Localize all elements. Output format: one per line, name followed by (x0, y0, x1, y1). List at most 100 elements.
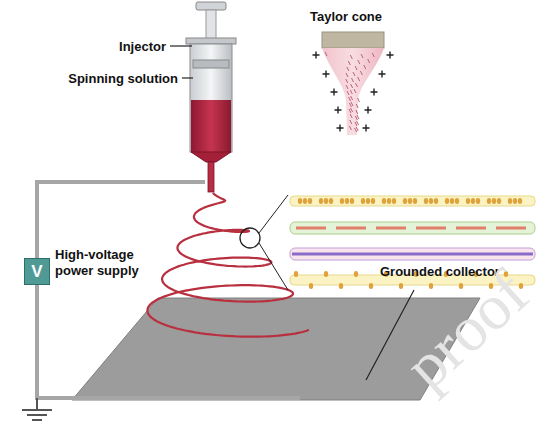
polymer-chain (356, 104, 358, 108)
needle (208, 162, 214, 192)
bead (329, 198, 333, 204)
leader-line (182, 77, 193, 78)
bead (487, 198, 491, 204)
polymer-chain (358, 77, 360, 81)
polymer-chain (350, 55, 352, 59)
plus-sign (387, 52, 394, 59)
polymer-chain (355, 116, 357, 120)
polymer-chain (346, 73, 348, 77)
plus-sign (379, 71, 386, 78)
bead (340, 198, 344, 204)
polymer-chain (349, 109, 351, 113)
bead (497, 198, 501, 204)
polymer-chain (356, 83, 358, 87)
syringe-barrel (190, 44, 232, 152)
bead (324, 198, 328, 204)
bead (429, 198, 433, 204)
part-label: Injector (119, 39, 166, 54)
ground-symbol (22, 409, 52, 411)
bead (455, 198, 459, 204)
polymer-chain (350, 114, 352, 118)
bead (508, 198, 512, 204)
bead (308, 198, 312, 204)
bead (399, 283, 403, 289)
polymer-chain (372, 53, 374, 57)
polymer-chain (351, 84, 353, 88)
polymer-chain (353, 72, 355, 76)
zoom-line (259, 195, 288, 233)
charge-signs (313, 52, 394, 132)
polymer-chain (355, 66, 357, 70)
bead (476, 198, 480, 204)
core-segment (296, 227, 326, 230)
bead (518, 198, 522, 204)
bead (371, 198, 375, 204)
polymer-chain (361, 54, 363, 58)
polymer-chain (364, 65, 366, 69)
polymer-chain (357, 115, 359, 119)
plus-sign (363, 125, 370, 132)
polymer-chain (356, 110, 358, 114)
wire (37, 182, 205, 258)
bead (408, 198, 412, 204)
bead (319, 198, 323, 204)
polymer-chain (349, 126, 351, 130)
fiber-jet (147, 193, 308, 337)
bead (366, 198, 370, 204)
plus-sign (365, 107, 372, 114)
polymer-chain (350, 90, 352, 94)
bead (492, 198, 496, 204)
leader-line (170, 45, 192, 46)
ground-wire (36, 398, 38, 410)
zoom-line (259, 243, 288, 290)
polymer-chain (356, 127, 358, 131)
polymer-chain (350, 120, 352, 124)
polymer-chain (352, 78, 354, 82)
bead (361, 198, 365, 204)
plus-sign (313, 52, 320, 59)
plus-sign (331, 89, 338, 96)
bead (434, 198, 438, 204)
bead (392, 198, 396, 204)
ground-symbol (27, 414, 47, 416)
spinning-solution (191, 100, 231, 152)
polymer-chain (347, 67, 349, 71)
polymer-chain (325, 52, 327, 56)
bead (471, 198, 475, 204)
bead (429, 283, 433, 289)
polymer-chains (325, 52, 374, 132)
bead (369, 283, 373, 289)
bead (309, 283, 313, 289)
core-segment (336, 227, 366, 230)
polymer-chain (346, 85, 348, 89)
polymer-chain (355, 122, 357, 126)
bead (324, 271, 328, 277)
bead (294, 271, 298, 277)
ground-symbol (32, 419, 42, 421)
bead (466, 198, 470, 204)
power-supply-box: VHigh-voltage power supply (24, 258, 50, 285)
plus-sign (323, 71, 330, 78)
core-segment (376, 227, 406, 230)
bead (303, 198, 307, 204)
bead (450, 198, 454, 204)
polymer-chain (347, 91, 349, 95)
bead (413, 198, 417, 204)
polymer-chain (349, 103, 351, 107)
zoom-circle (240, 228, 260, 248)
polymer-chain (351, 102, 353, 106)
core-segment (456, 227, 486, 230)
bead (298, 198, 302, 204)
polymer-chain (346, 79, 348, 83)
plus-sign (371, 89, 378, 96)
polymer-chain (358, 60, 360, 64)
bead (354, 271, 358, 277)
bead (403, 198, 407, 204)
taylor-cone (322, 48, 384, 135)
plus-sign (337, 125, 344, 132)
polymer-chain (354, 89, 356, 93)
polymer-chain (355, 128, 357, 132)
bead (339, 283, 343, 289)
syringe-tip (191, 152, 231, 162)
bead (350, 198, 354, 204)
